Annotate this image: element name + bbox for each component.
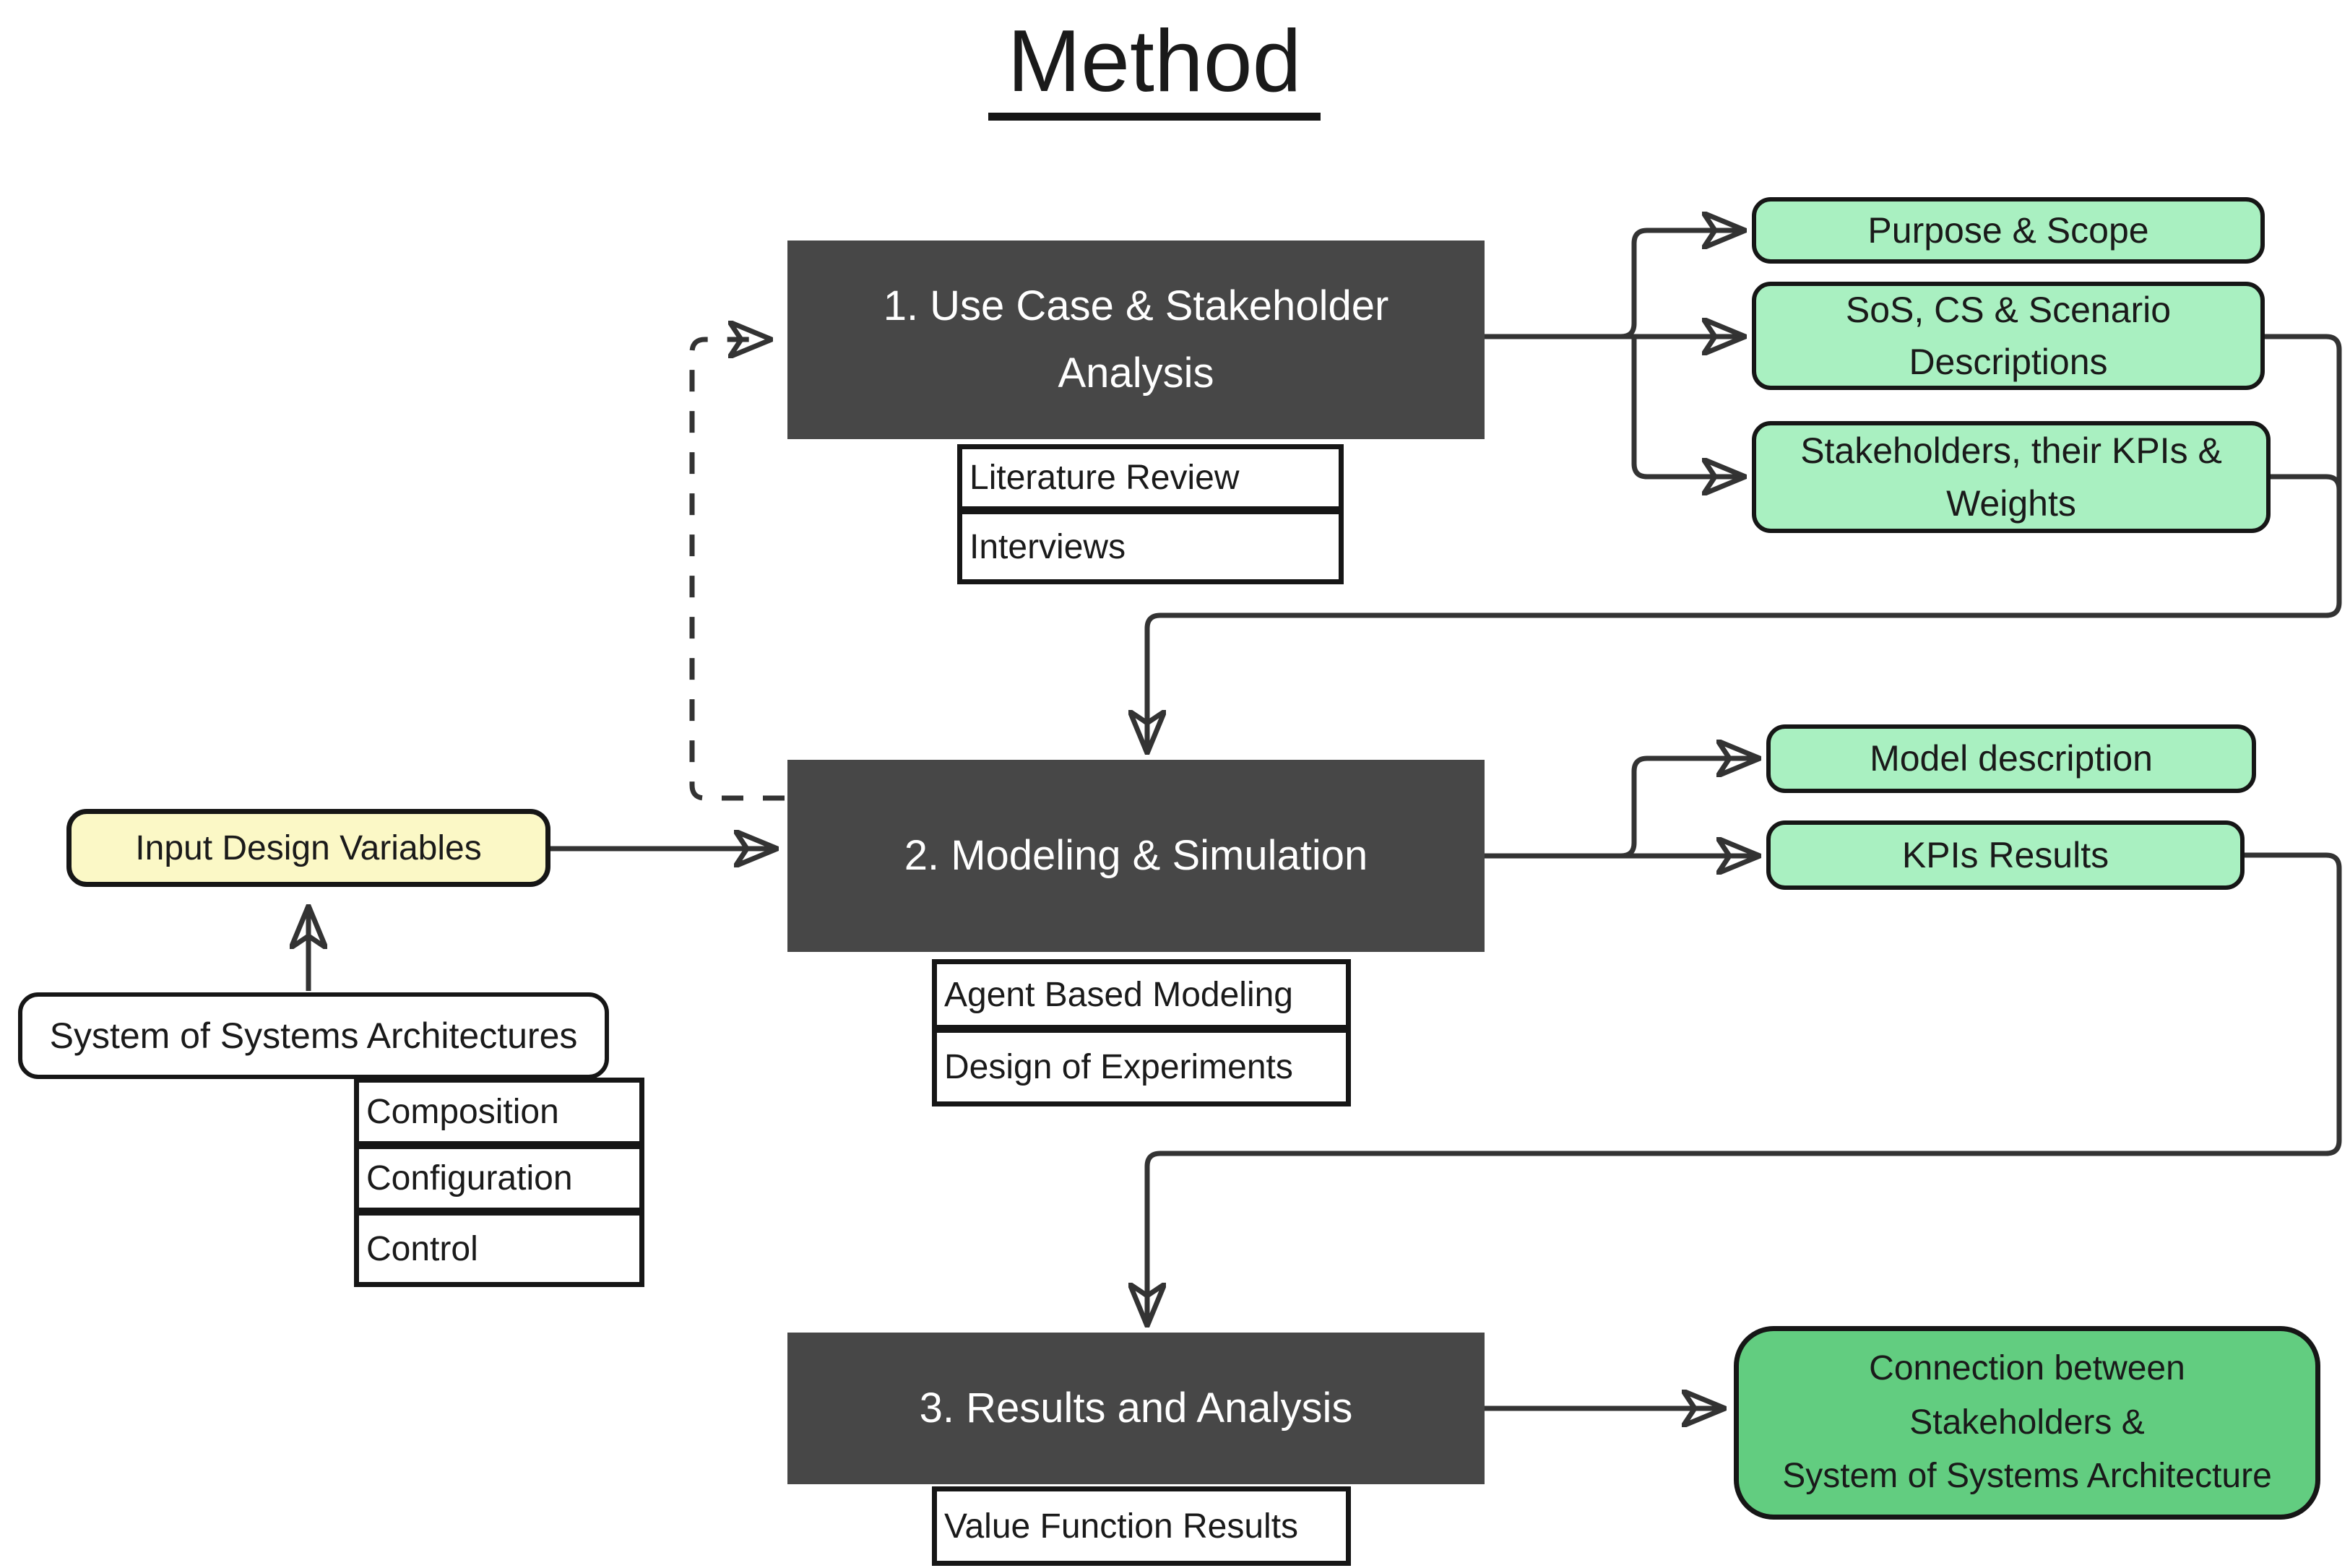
output-sos-cs-scenario-label: SoS, CS & Scenario Descriptions xyxy=(1845,289,2172,383)
step3-label: 3. Results and Analysis xyxy=(919,1384,1353,1431)
final-output-line: Stakeholders & xyxy=(1909,1403,2145,1442)
joiner-stakeholders-to-collector xyxy=(2271,474,2342,513)
final-output-line: System of Systems Architecture xyxy=(1782,1457,2272,1496)
table-row: Control xyxy=(366,1229,478,1268)
step2-modeling-simulation: 2. Modeling & Simulation xyxy=(787,760,1485,952)
system-of-systems-architectures-label: System of Systems Architectures xyxy=(49,1015,578,1056)
output-kpis-results: KPIs Results xyxy=(1766,820,2245,890)
output-model-description: Model description xyxy=(1766,724,2256,793)
arrow-step1-to-stakeholders-kpis xyxy=(1631,337,1741,477)
arrow-step1-to-purpose-scope xyxy=(1485,230,1741,339)
step1-label: 1. Use Case & Stakeholder Analysis xyxy=(883,282,1389,397)
step2-methods-table: Agent Based Modeling Design of Experimen… xyxy=(932,959,1351,1106)
architecture-aspects-table: Composition Configuration Control xyxy=(354,1078,644,1287)
feedback-step2-to-step1 xyxy=(689,339,785,801)
step2-label: 2. Modeling & Simulation xyxy=(904,831,1368,879)
table-row: Agent Based Modeling xyxy=(937,964,1346,1033)
step1-methods-table: Literature Review Interviews xyxy=(957,444,1344,584)
output-purpose-scope: Purpose & Scope xyxy=(1752,197,2265,264)
table-row: Configuration xyxy=(359,1149,639,1216)
step3-results-analysis: 3. Results and Analysis xyxy=(787,1333,1485,1484)
input-design-variables-label: Input Design Variables xyxy=(135,828,482,867)
output-stakeholders-kpis-weights: Stakeholders, their KPIs & Weights xyxy=(1752,421,2271,533)
output-purpose-scope-label: Purpose & Scope xyxy=(1867,209,2149,251)
arrow-step2-to-model-description xyxy=(1485,758,1755,859)
final-output-line: Connection between xyxy=(1869,1349,2185,1388)
step1-use-case-stakeholder-analysis: 1. Use Case & Stakeholder Analysis xyxy=(787,241,1485,439)
system-of-systems-architectures-box: System of Systems Architectures xyxy=(18,992,609,1079)
step3-methods-table: Value Function Results xyxy=(932,1486,1351,1566)
table-row: Value Function Results xyxy=(944,1507,1299,1546)
output-model-description-label: Model description xyxy=(1870,738,2153,779)
output-kpis-results-label: KPIs Results xyxy=(1901,834,2109,875)
output-stakeholders-kpis-label: Stakeholders, their KPIs & Weights xyxy=(1800,430,2222,524)
input-design-variables-box: Input Design Variables xyxy=(66,809,550,887)
table-row: Interviews xyxy=(969,527,1126,566)
table-row: Literature Review xyxy=(962,449,1339,514)
table-row: Design of Experiments xyxy=(944,1048,1293,1086)
page-title: Method xyxy=(988,10,1321,121)
output-connection-stakeholders-architecture: Connection between Stakeholders & System… xyxy=(1734,1326,2320,1520)
table-row: Composition xyxy=(359,1083,639,1149)
output-sos-cs-scenario-descriptions: SoS, CS & Scenario Descriptions xyxy=(1752,282,2265,390)
